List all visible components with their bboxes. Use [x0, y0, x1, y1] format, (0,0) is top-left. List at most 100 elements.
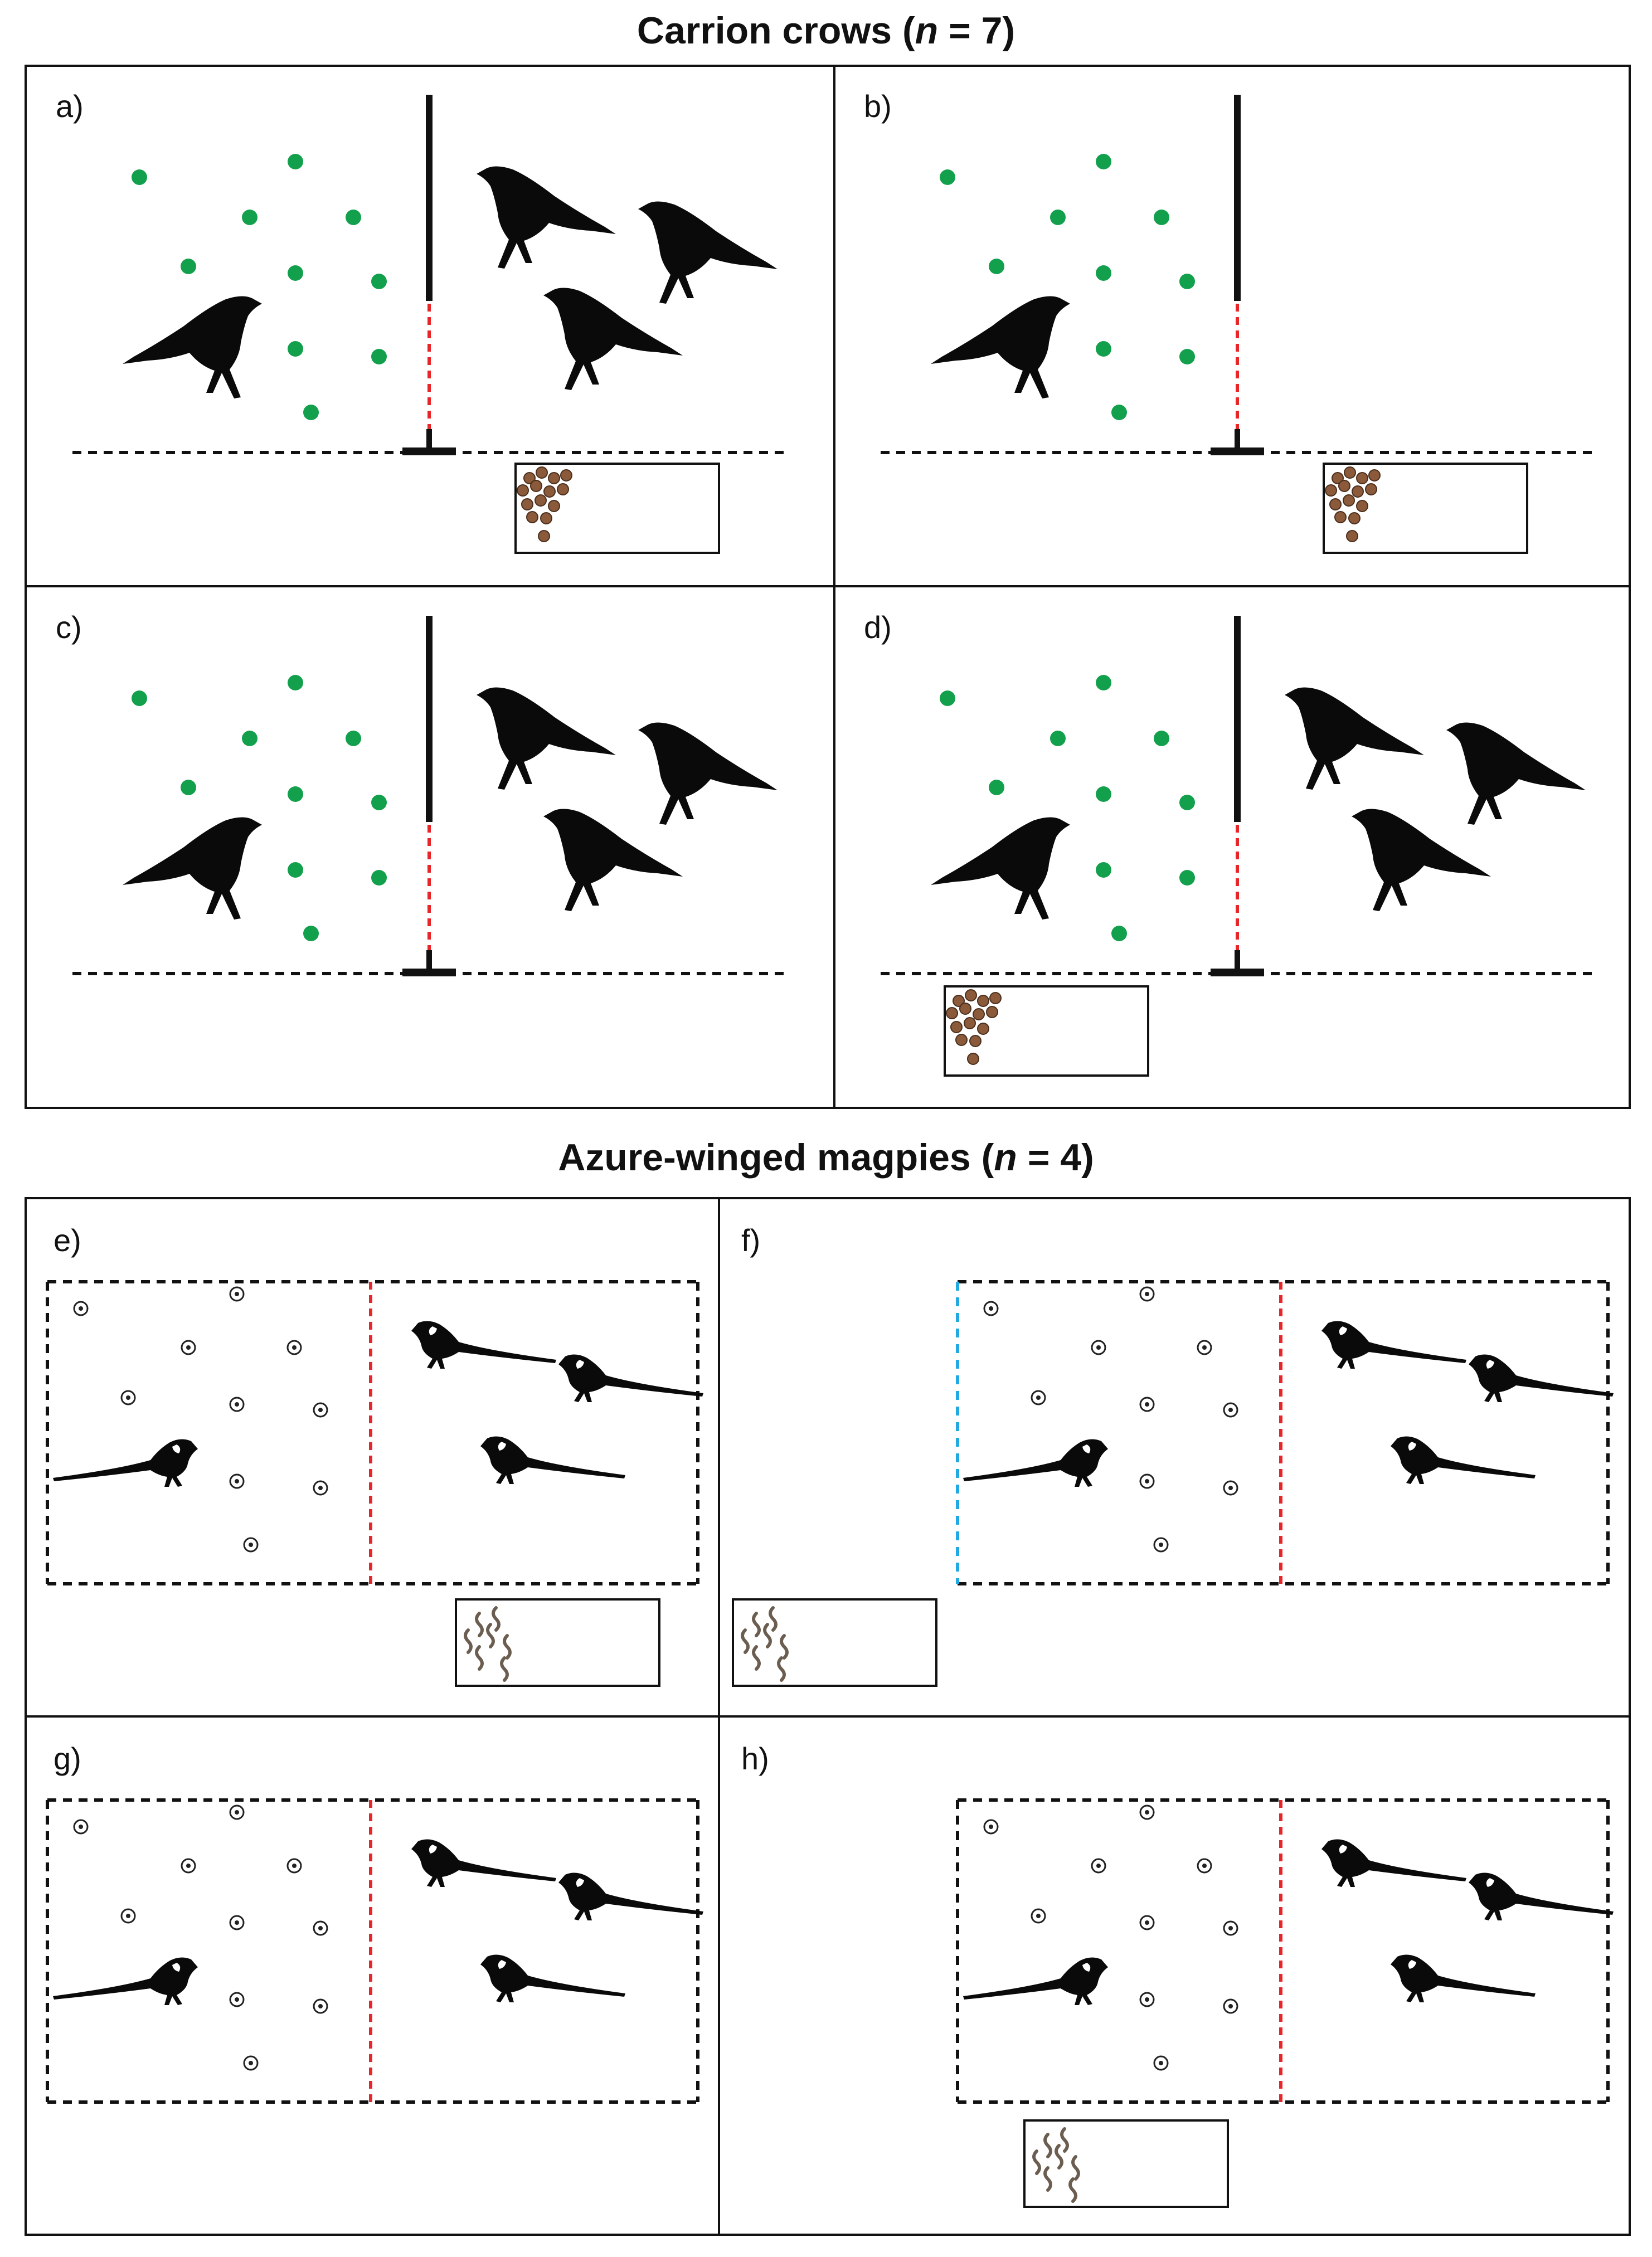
- audience-magpie: [1391, 1436, 1536, 1484]
- mealworm: [1060, 2127, 1069, 2153]
- food-pellet: [950, 1021, 963, 1033]
- marker-ring: [1139, 1473, 1155, 1489]
- marker-dot: [1154, 210, 1169, 225]
- panel-label-g: g): [54, 1741, 81, 1776]
- panel-label-h: h): [741, 1741, 769, 1776]
- focal-magpie: [963, 1957, 1108, 2005]
- mealworm: [1032, 2149, 1041, 2175]
- mealworm: [1071, 2155, 1080, 2181]
- food-pellet: [517, 484, 529, 497]
- panel-label-d: d): [864, 610, 892, 645]
- food-pellet: [946, 1007, 958, 1019]
- panel-label-f: f): [741, 1223, 760, 1258]
- food-pellet: [1343, 494, 1355, 507]
- crow-panels: [72, 95, 1597, 1077]
- marker-ring: [181, 1340, 196, 1355]
- food-pellet: [977, 1023, 989, 1035]
- audience-crow: [543, 809, 683, 911]
- focal-crow: [931, 817, 1070, 920]
- marker-ring: [1139, 1915, 1155, 1930]
- marker-ring: [120, 1908, 136, 1924]
- mealworm: [503, 1634, 512, 1660]
- food-pellet: [548, 472, 560, 484]
- food-pellet: [560, 469, 572, 481]
- food-pellet: [530, 480, 542, 492]
- audience-magpie: [411, 1839, 556, 1887]
- food-container: [455, 1598, 660, 1687]
- audience-magpie: [480, 1954, 625, 2002]
- food-pellet: [535, 494, 547, 507]
- marker-dot: [288, 341, 303, 357]
- food-pellet: [1338, 480, 1350, 492]
- food-pellet: [964, 1017, 976, 1029]
- mealworm: [500, 1656, 509, 1682]
- marker-ring: [1031, 1390, 1046, 1405]
- marker-ring: [229, 1804, 245, 1820]
- mealworm: [741, 1628, 750, 1654]
- audience-magpie: [480, 1436, 625, 1484]
- marker-ring: [1153, 1537, 1169, 1553]
- marker-ring: [229, 1915, 245, 1930]
- marker-dot: [1096, 341, 1111, 357]
- marker-dot: [181, 259, 196, 274]
- marker-ring: [1223, 1998, 1238, 2014]
- food-box: [455, 1598, 660, 1687]
- marker-ring: [229, 1473, 245, 1489]
- magpie-panels: [46, 1280, 1614, 2208]
- mealworm: [1068, 2177, 1077, 2203]
- audience-magpie: [1469, 1354, 1614, 1402]
- food-pellet: [523, 472, 536, 484]
- marker-dot: [288, 786, 303, 802]
- food-container: [732, 1598, 937, 1687]
- marker-dot: [1111, 405, 1127, 420]
- audience-magpie: [558, 1872, 703, 1920]
- marker-ring: [313, 1402, 328, 1418]
- magpie-panel-g: [46, 1798, 703, 2104]
- section-title-crows: Carrion crows (n = 7): [637, 9, 1015, 52]
- panel-label-c: c): [56, 610, 82, 645]
- marker-ring: [1091, 1340, 1106, 1355]
- marker-dot: [1096, 862, 1111, 878]
- food-pellet: [543, 485, 556, 498]
- mealworm: [777, 1656, 786, 1682]
- marker-ring: [983, 1301, 999, 1316]
- food-pellet: [526, 511, 538, 523]
- food-box: [1023, 2119, 1229, 2208]
- food-pellet: [1368, 469, 1381, 481]
- food-pellet: [1352, 485, 1364, 498]
- marker-ring: [1139, 1804, 1155, 1820]
- audience-magpie: [1321, 1839, 1466, 1887]
- audience-magpie: [411, 1321, 556, 1369]
- marker-dot: [1096, 786, 1111, 802]
- food-pellet: [1365, 483, 1377, 495]
- marker-dot: [1050, 731, 1066, 746]
- food-box: [944, 985, 1149, 1077]
- marker-dot: [303, 926, 319, 941]
- panel-label-b: b): [864, 89, 892, 124]
- food-pellet: [1332, 472, 1344, 484]
- audience-crow: [1446, 722, 1586, 825]
- marker-dot: [371, 795, 387, 810]
- food-pellet: [548, 500, 560, 512]
- mealworm: [763, 1623, 772, 1648]
- marker-ring: [1223, 1480, 1238, 1496]
- food-pellet: [955, 1034, 968, 1046]
- mealworm: [464, 1628, 473, 1654]
- section-title-magpies: Azure-winged magpies (n = 4): [558, 1136, 1094, 1179]
- marker-dot: [132, 169, 147, 185]
- marker-dot: [181, 780, 196, 795]
- food-pellet: [521, 498, 533, 510]
- marker-ring: [1197, 1858, 1212, 1874]
- focal-crow: [123, 296, 262, 398]
- food-pellet: [1344, 466, 1356, 479]
- focal-crow: [931, 296, 1070, 398]
- food-box: [514, 463, 720, 554]
- marker-dot: [346, 210, 361, 225]
- marker-ring: [286, 1340, 302, 1355]
- marker-dot: [989, 780, 1004, 795]
- audience-crow: [638, 201, 778, 304]
- audience-crow: [477, 687, 616, 790]
- marker-dot: [288, 675, 303, 690]
- marker-dot: [242, 210, 257, 225]
- food-pellet: [967, 1053, 979, 1065]
